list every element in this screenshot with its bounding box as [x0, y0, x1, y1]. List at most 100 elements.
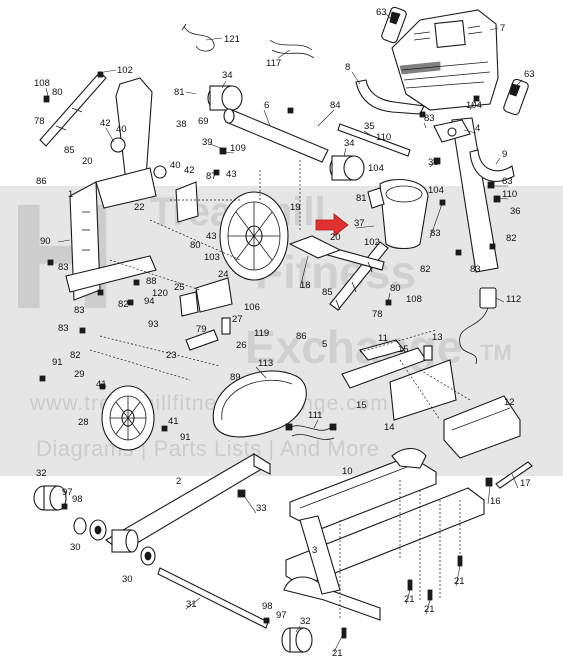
- callout-21-a: 21: [454, 576, 465, 587]
- callout-32-bottom: 32: [300, 616, 311, 627]
- idler-roller-top: [207, 85, 243, 111]
- bushing-set-lower: [111, 529, 156, 566]
- callout-41-a: 41: [96, 379, 107, 390]
- callout-20-b: 20: [330, 232, 341, 243]
- callout-labels: 121 117 63 7 63 108 102 34 81 8 80 78 6 …: [34, 7, 535, 659]
- callout-36-a: 36: [428, 157, 439, 168]
- callout-29: 29: [74, 369, 85, 380]
- callout-103: 103: [204, 252, 220, 263]
- upright-post: [451, 117, 499, 273]
- callout-82-b: 82: [420, 264, 431, 275]
- rod-35: [337, 123, 411, 157]
- callout-9: 9: [502, 149, 507, 160]
- callout-41-b: 41: [168, 416, 179, 427]
- callout-27: 27: [232, 314, 243, 325]
- rear-base-frame: [285, 487, 485, 587]
- callout-14: 14: [384, 422, 395, 433]
- callout-97-b: 97: [276, 610, 287, 621]
- callout-21-b: 21: [404, 594, 415, 605]
- callout-40-b: 40: [170, 160, 181, 171]
- ac-adapter: [459, 287, 497, 365]
- callout-69: 69: [198, 116, 209, 127]
- callout-104-b: 104: [368, 163, 384, 174]
- callout-82-d: 82: [70, 350, 81, 361]
- callout-42-b: 42: [184, 165, 195, 176]
- callout-26: 26: [236, 340, 247, 351]
- wheel-32-top: [33, 485, 67, 511]
- callout-33: 33: [256, 503, 267, 514]
- callout-11: 11: [378, 333, 388, 344]
- callout-42: 42: [100, 118, 111, 129]
- callout-82-a: 82: [506, 233, 517, 244]
- callout-85-a: 85: [64, 145, 75, 156]
- watermark-tagline: Diagrams | Parts Lists | And More: [36, 436, 380, 461]
- callout-15-b: 15: [356, 400, 367, 411]
- callout-36-b: 36: [510, 206, 521, 217]
- leader-lines: [45, 13, 523, 653]
- callout-17: 17: [520, 478, 531, 489]
- callout-121: 121: [224, 34, 240, 45]
- callout-83-c: 83: [430, 228, 441, 239]
- wire-121: [181, 23, 215, 52]
- callout-43-a: 43: [226, 169, 237, 180]
- callout-112: 112: [506, 294, 521, 305]
- callout-30-a: 30: [70, 542, 81, 553]
- callout-119: 119: [254, 328, 269, 339]
- callout-88: 88: [146, 276, 157, 287]
- callout-79: 79: [196, 324, 207, 335]
- callout-23: 23: [166, 350, 177, 361]
- callout-91-a: 91: [52, 357, 63, 368]
- callout-35: 35: [364, 121, 375, 132]
- callout-82-c: 82: [118, 299, 129, 310]
- callout-83-a: 83: [424, 113, 435, 124]
- callout-85-b: 85: [322, 287, 333, 298]
- callout-30-b: 30: [122, 574, 133, 585]
- callout-83-d: 83: [58, 262, 69, 273]
- callout-2: 2: [176, 476, 181, 487]
- callout-109: 109: [230, 143, 246, 154]
- callout-21-d: 21: [332, 648, 343, 659]
- pin-17: [495, 461, 533, 489]
- callout-83-b: 83: [502, 176, 513, 187]
- handlebar-grip-right: [503, 78, 529, 116]
- callout-111: 111: [308, 410, 322, 421]
- callout-89: 89: [230, 372, 241, 383]
- callout-34-top: 34: [222, 70, 233, 81]
- callout-43-b: 43: [206, 231, 217, 242]
- callout-104-c: 104: [428, 185, 444, 196]
- drive-belt: [212, 370, 307, 438]
- callout-12: 12: [504, 397, 515, 408]
- callout-19: 19: [290, 202, 301, 213]
- callout-5: 5: [322, 339, 327, 350]
- callout-83-g: 83: [58, 323, 69, 334]
- left-handlebar-arm: [39, 71, 107, 147]
- callout-63-top: 63: [376, 7, 387, 18]
- callout-86-b: 86: [296, 331, 307, 342]
- callout-81: 81: [174, 87, 185, 98]
- upright-handlebar: [355, 79, 425, 115]
- callout-18: 18: [300, 280, 311, 291]
- callout-102: 102: [117, 65, 133, 76]
- flywheel: [101, 385, 155, 451]
- highlight-arrow: [315, 213, 349, 237]
- callout-28: 28: [78, 417, 89, 428]
- callout-80-c: 80: [390, 283, 401, 294]
- callout-78: 78: [34, 116, 45, 127]
- callout-10: 10: [342, 466, 353, 477]
- callout-21-c: 21: [424, 604, 435, 615]
- wire-harness-111: [289, 425, 335, 440]
- callout-3: 3: [312, 545, 317, 556]
- callout-34-bottom: 34: [344, 138, 355, 149]
- shroud-cup: [379, 179, 429, 250]
- callout-78-b: 78: [372, 309, 383, 320]
- callout-98-a: 98: [72, 494, 83, 505]
- callout-94: 94: [144, 296, 155, 307]
- bushing-set-upper: [73, 517, 107, 541]
- ramp-assembly: [341, 339, 521, 459]
- callout-7: 7: [500, 23, 505, 34]
- callout-1: 1: [68, 189, 73, 200]
- callout-93: 93: [148, 319, 159, 330]
- crank-axle-tube: [225, 109, 329, 163]
- wire-117: [269, 39, 315, 59]
- callout-39: 39: [202, 137, 213, 148]
